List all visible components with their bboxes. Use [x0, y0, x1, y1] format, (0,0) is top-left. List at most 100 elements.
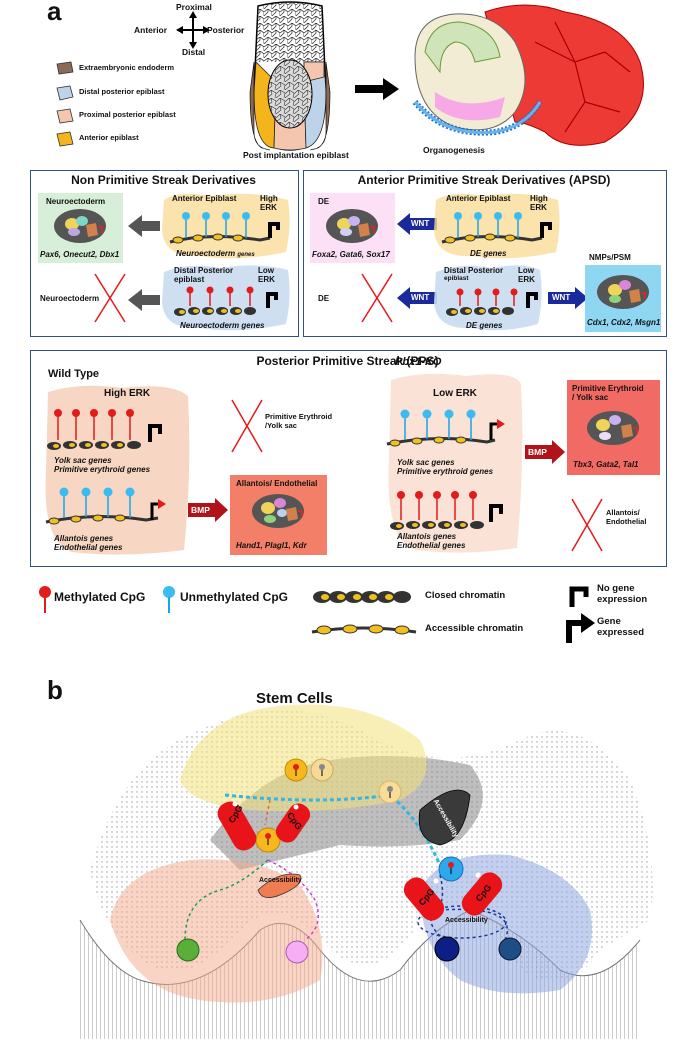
organ-caption: Organogenesis: [423, 145, 485, 155]
wt-yolk-genes: Yolk sac genes: [54, 456, 112, 465]
de-genes-label-2: DE genes: [466, 321, 503, 330]
ko-low-erk: Low ERK: [433, 388, 477, 399]
legend-label-proximal: Proximal posterior epiblast: [79, 110, 176, 119]
cell-icon: [54, 209, 106, 243]
ko-erythroid-genes: Primitive erythroid genes: [397, 467, 494, 476]
epiblast-label-2: epiblast: [444, 275, 469, 282]
axis-anterior: Anterior: [134, 25, 168, 35]
legend-swatch-distal: [56, 85, 74, 101]
legend-label-anterior: Anterior epiblast: [79, 133, 139, 142]
no-expression-icon: [526, 292, 538, 308]
no-expression-icon: [268, 222, 280, 238]
wnt-arrow-2: WNT: [397, 287, 437, 309]
pe-box-label: Primitive Erythroid / Yolk sac: [572, 384, 644, 402]
neuroectoderm-cell-box: Neuroectoderm Pax6, Onecut2, Dbx1: [38, 193, 123, 263]
wnt-arrow-1: WNT: [397, 213, 437, 235]
wnt-label-1: WNT: [411, 219, 430, 228]
closed-chromatin-label: Closed chromatin: [425, 590, 506, 601]
chromatin-accessible-unmethylated: [441, 212, 552, 244]
distal-posterior-label: Distal Posterior epiblast: [174, 266, 234, 284]
chromatin-accessible-unmethylated: [386, 409, 505, 447]
legend-label-extraembryonic: Extraembryonic endoderm: [79, 63, 175, 72]
chromatin-closed-methylated: [390, 491, 503, 530]
anterior-epiblast-label: Anterior Epiblast: [172, 194, 237, 203]
accessibility-label-1: Accessibility: [259, 877, 302, 884]
legend-swatch-extraembryonic: [56, 61, 74, 75]
anterior-epiblast-region-1: Anterior Epiblast High ERK Neuroectoderm…: [160, 190, 292, 260]
accessible-chromatin-icon: [311, 620, 417, 645]
anterior-epiblast-label-2: Anterior Epiblast: [446, 194, 511, 203]
methylated-cpg-label: Methylated CpG: [54, 590, 146, 604]
no-gene-expression-icon: [568, 583, 590, 612]
allantois-cell-box: Allantois/ Endothelial Hand1, Plagl1, Kd…: [230, 475, 327, 555]
allantois-box-label: Allantois/ Endothelial: [236, 479, 318, 488]
chromatin-closed-methylated: [174, 286, 278, 316]
bmp-label-1: BMP: [191, 505, 210, 515]
cell-icon: [252, 494, 304, 528]
chromatin-closed-methylated: [446, 288, 538, 316]
no-expression-label: No gene expression: [597, 583, 648, 605]
pe-cell-box: Primitive Erythroid / Yolk sac Tbx3, Gat…: [567, 380, 660, 475]
gene-expressed-icon: [497, 419, 505, 429]
wnt-arrow-3: WNT: [548, 287, 588, 309]
wt-endothelial-genes: Endothelial genes: [54, 543, 123, 552]
de-box-label: DE: [318, 197, 330, 206]
distal-posterior-region-2: Distal Posterior epiblast Low ERK DE gen…: [432, 262, 544, 332]
wnt-label-2: WNT: [411, 293, 430, 302]
neuroectoderm-genes-label-1: Neuroectoderm genes: [176, 249, 255, 258]
tissue-legend: Extraembryonic endoderm Distal posterior…: [55, 60, 225, 150]
gene-expressed-icon: [158, 499, 166, 509]
chromatin-accessible-unmethylated: [45, 487, 166, 525]
ko-allantois-x-label: Allantois/ Endothelial: [606, 508, 647, 526]
bmp-arrow-2: BMP: [525, 440, 565, 464]
arrow-left-2: [128, 289, 160, 316]
red-x-icon: [93, 272, 127, 329]
neuroectoderm-genes: Pax6, Onecut2, Dbx1: [40, 250, 120, 259]
wt-erythroid-genes: Primitive erythroid genes: [54, 465, 151, 474]
methylated-cpg-icon: [38, 585, 52, 620]
nmp-genes: Cdx1, Cdx2, Msgn1: [587, 318, 661, 327]
accessible-chromatin-label: Accessible chromatin: [425, 623, 524, 634]
gene-expressed-label: Gene expressed: [597, 616, 645, 638]
neuroectoderm-x-label: Neuroectoderm: [40, 294, 100, 303]
post-implantation-epiblast-drawing: [240, 1, 340, 152]
red-x-icon: [230, 398, 264, 459]
embryo-caption: Post implantation epiblast: [243, 150, 349, 160]
cell-icon: [326, 209, 378, 243]
chromatin-closed-methylated: [47, 409, 162, 450]
anterior-epiblast-region-2: Anterior Epiblast High ERK DE genes: [432, 190, 562, 260]
legend-swatch-anterior: [56, 131, 74, 147]
unmethylated-cpg-icon: [162, 585, 176, 620]
apsd-title: Anterior Primitive Streak Derivatives (A…: [357, 173, 611, 187]
nmp-cell-box: NMPs/PSM Cdx1, Cdx2, Msgn1: [585, 253, 661, 332]
closed-chromatin-icon: [312, 587, 416, 612]
wt-allantois-genes: Allantois genes: [54, 534, 114, 543]
de-genes: Foxa2, Gata6, Sox17: [312, 250, 390, 259]
stem-cells-label: Stem Cells: [256, 690, 333, 707]
axis-proximal: Proximal: [176, 2, 212, 12]
red-x-icon: [360, 272, 394, 329]
low-erk-label-2: Low ERK: [518, 266, 535, 284]
distal-posterior-region-1: Distal Posterior epiblast Low ERK Neuroe…: [160, 262, 292, 332]
ko-pps-region: Low ERK Yolk sac genes Primitive erythro…: [385, 370, 525, 555]
accessibility-label-3: Accessibility: [445, 917, 488, 924]
chromatin-accessible-unmethylated: [169, 212, 280, 244]
gene-expressed-icon: [565, 613, 595, 648]
wnt-label-3: WNT: [552, 293, 571, 302]
unmethylated-cpg-label: Unmethylated CpG: [180, 590, 289, 604]
wt-pe-x-label: Primitive Erythroid /Yolk sac: [265, 412, 333, 430]
de-x-label: DE: [318, 294, 330, 303]
legend-swatch-proximal: [56, 108, 74, 124]
axis-posterior: Posterior: [207, 25, 245, 35]
neuroectoderm-genes-label-2: Neuroectoderm genes: [180, 321, 265, 330]
panel-a-letter: a: [47, 0, 62, 26]
pe-markers: Tbx3, Gata2, Tal1: [573, 460, 639, 469]
high-erk-label-2: High ERK: [530, 194, 548, 212]
development-arrow: [355, 78, 399, 105]
cell-icon: [597, 275, 649, 309]
low-erk-label: Low ERK: [258, 266, 275, 284]
neuroectoderm-box-label: Neuroectoderm: [46, 197, 106, 206]
axis-distal: Distal: [182, 47, 206, 57]
pps-title: Posterior Primitive Streak (PPS): [256, 354, 439, 368]
de-cell-box: DE Foxa2, Gata6, Sox17: [310, 193, 395, 263]
